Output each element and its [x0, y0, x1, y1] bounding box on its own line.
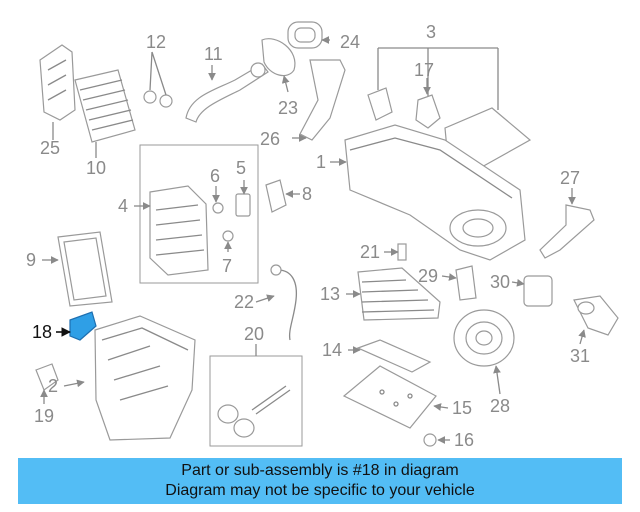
callout-31: 31: [570, 346, 590, 366]
part-20-box: [209, 355, 303, 447]
part-8-clip: [265, 179, 287, 213]
part-12-clips: [143, 90, 173, 108]
callout-18: 18: [32, 322, 52, 342]
callout-8: 8: [302, 184, 312, 204]
callout-13: 13: [320, 284, 340, 304]
part-28-blower: [453, 309, 515, 367]
part-26-mount: [299, 59, 346, 141]
callout-1: 1: [316, 152, 326, 172]
parts-diagram: 12 11 24 3 17 23 26 25 10 1 5 6 27 8 4 7…: [26, 21, 619, 450]
callout-7: 7: [222, 256, 232, 276]
part-13-evaporator: [357, 267, 441, 321]
part-17-actuator: [415, 94, 441, 129]
callout-15: 15: [452, 398, 472, 418]
callout-29: 29: [418, 266, 438, 286]
callout-25: 25: [40, 138, 60, 158]
callout-20: 20: [244, 324, 264, 344]
part-10-heater-core: [74, 69, 136, 143]
callout-10: 10: [86, 158, 106, 178]
callout-6: 6: [210, 166, 220, 186]
callout-9: 9: [26, 250, 36, 270]
part-25-bracket: [39, 44, 76, 121]
callout-14: 14: [322, 340, 342, 360]
callout-22: 22: [234, 292, 254, 312]
part-3-top-housing: [367, 87, 532, 169]
callout-26: 26: [260, 129, 280, 149]
callout-23: 23: [278, 98, 298, 118]
part-6-ring: [212, 202, 224, 214]
callout-labels: 12 11 24 3 17 23 26 25 10 1 5 6 27 8 4 7…: [26, 22, 590, 450]
part-16-screw: [423, 433, 437, 447]
leader-lines: [40, 36, 586, 444]
info-banner: Part or sub-assembly is #18 in diagram D…: [18, 458, 622, 504]
callout-28: 28: [490, 396, 510, 416]
part-15-cover: [342, 365, 437, 429]
part-24-seals: [287, 21, 323, 49]
part-9-cabin-filter: [57, 231, 113, 307]
callout-27: 27: [560, 168, 580, 188]
part-21-sensor: [397, 243, 407, 261]
part-19-actuator: [35, 363, 59, 391]
part-30-actuator: [523, 275, 553, 307]
part-29-resistor: [455, 265, 477, 301]
part-11-tube: [185, 62, 269, 123]
callout-11: 11: [204, 44, 223, 64]
callout-21: 21: [360, 242, 380, 262]
part-18-highlighted: [69, 311, 97, 341]
part-5-sensor: [235, 193, 251, 217]
part-14-trim: [356, 339, 432, 373]
callout-5: 5: [236, 158, 246, 178]
part-4-assembly-box: [139, 144, 259, 284]
callout-17: 17: [414, 60, 434, 80]
callout-3: 3: [426, 22, 436, 42]
callout-12: 12: [146, 32, 166, 52]
callout-24: 24: [340, 32, 360, 52]
callout-16: 16: [454, 430, 474, 450]
part-2-lower-housing: [94, 315, 196, 441]
callout-2: 2: [48, 376, 58, 396]
part-22-hose: [270, 264, 298, 341]
part-27-bracket: [539, 204, 595, 259]
part-31-motor: [573, 295, 619, 336]
part-7-ring: [222, 230, 234, 242]
callout-4: 4: [118, 196, 128, 216]
part-1-hvac-housing: [344, 124, 526, 261]
banner-line-1: Part or sub-assembly is #18 in diagram: [181, 462, 459, 479]
callout-19: 19: [34, 406, 54, 426]
part-23-gasket: [261, 38, 296, 77]
banner-line-2: Diagram may not be specific to your vehi…: [165, 482, 475, 499]
callout-30: 30: [490, 272, 510, 292]
